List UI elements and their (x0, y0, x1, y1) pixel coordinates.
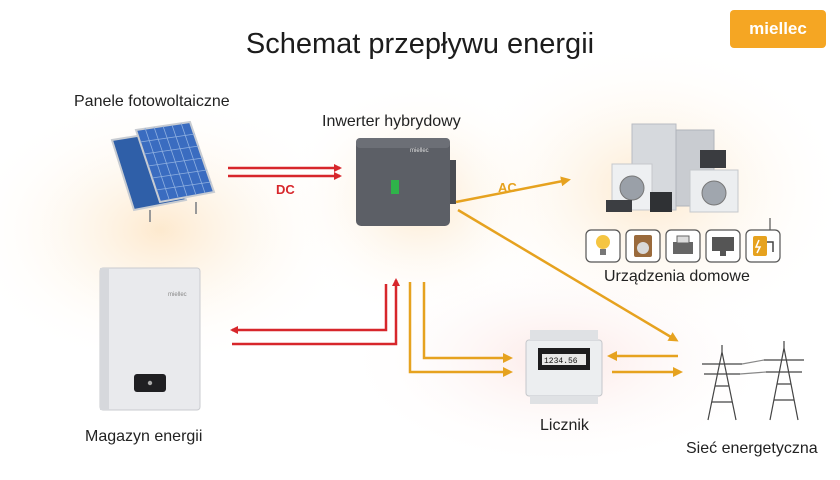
page-title: Schemat przepływu energii (245, 28, 595, 60)
printer-icon (665, 229, 701, 263)
inverter-brand-text: miellec (410, 148, 429, 154)
appliances-group-icon (606, 123, 739, 213)
grid-flow-arrows (607, 351, 683, 377)
energy-storage-icon: miellec (99, 267, 201, 411)
hybrid-inverter-icon: miellec (356, 138, 456, 226)
dc-flow-arrows (228, 164, 342, 180)
solar-panels-icon (110, 120, 216, 222)
energy-meter-icon: 1234.56 (525, 330, 603, 404)
label-dc: DC (276, 182, 295, 197)
label-storage: Magazyn energii (85, 428, 203, 445)
brand-logo: miellec (730, 10, 826, 48)
meter-flow-arrows (408, 282, 513, 377)
ev-charger-icon (745, 229, 781, 263)
label-panels: Panele fotowoltaiczne (74, 93, 230, 110)
label-appliances: Urządzenia domowe (604, 268, 750, 285)
appliance-icon-row (585, 218, 781, 263)
bulb-icon (585, 229, 621, 263)
monitor-icon (705, 229, 741, 263)
label-inverter: Inwerter hybrydowy (322, 113, 461, 130)
storage-brand-text: miellec (168, 292, 187, 298)
washer-icon (625, 229, 661, 263)
ac-flow-arrows (455, 176, 679, 342)
label-ac: AC (498, 180, 517, 195)
label-meter: Licznik (540, 417, 589, 434)
storage-flow-arrows (230, 278, 400, 346)
meter-display: 1234.56 (544, 357, 578, 366)
label-grid: Sieć energetyczna (686, 440, 818, 457)
power-grid-towers-icon (702, 341, 804, 421)
